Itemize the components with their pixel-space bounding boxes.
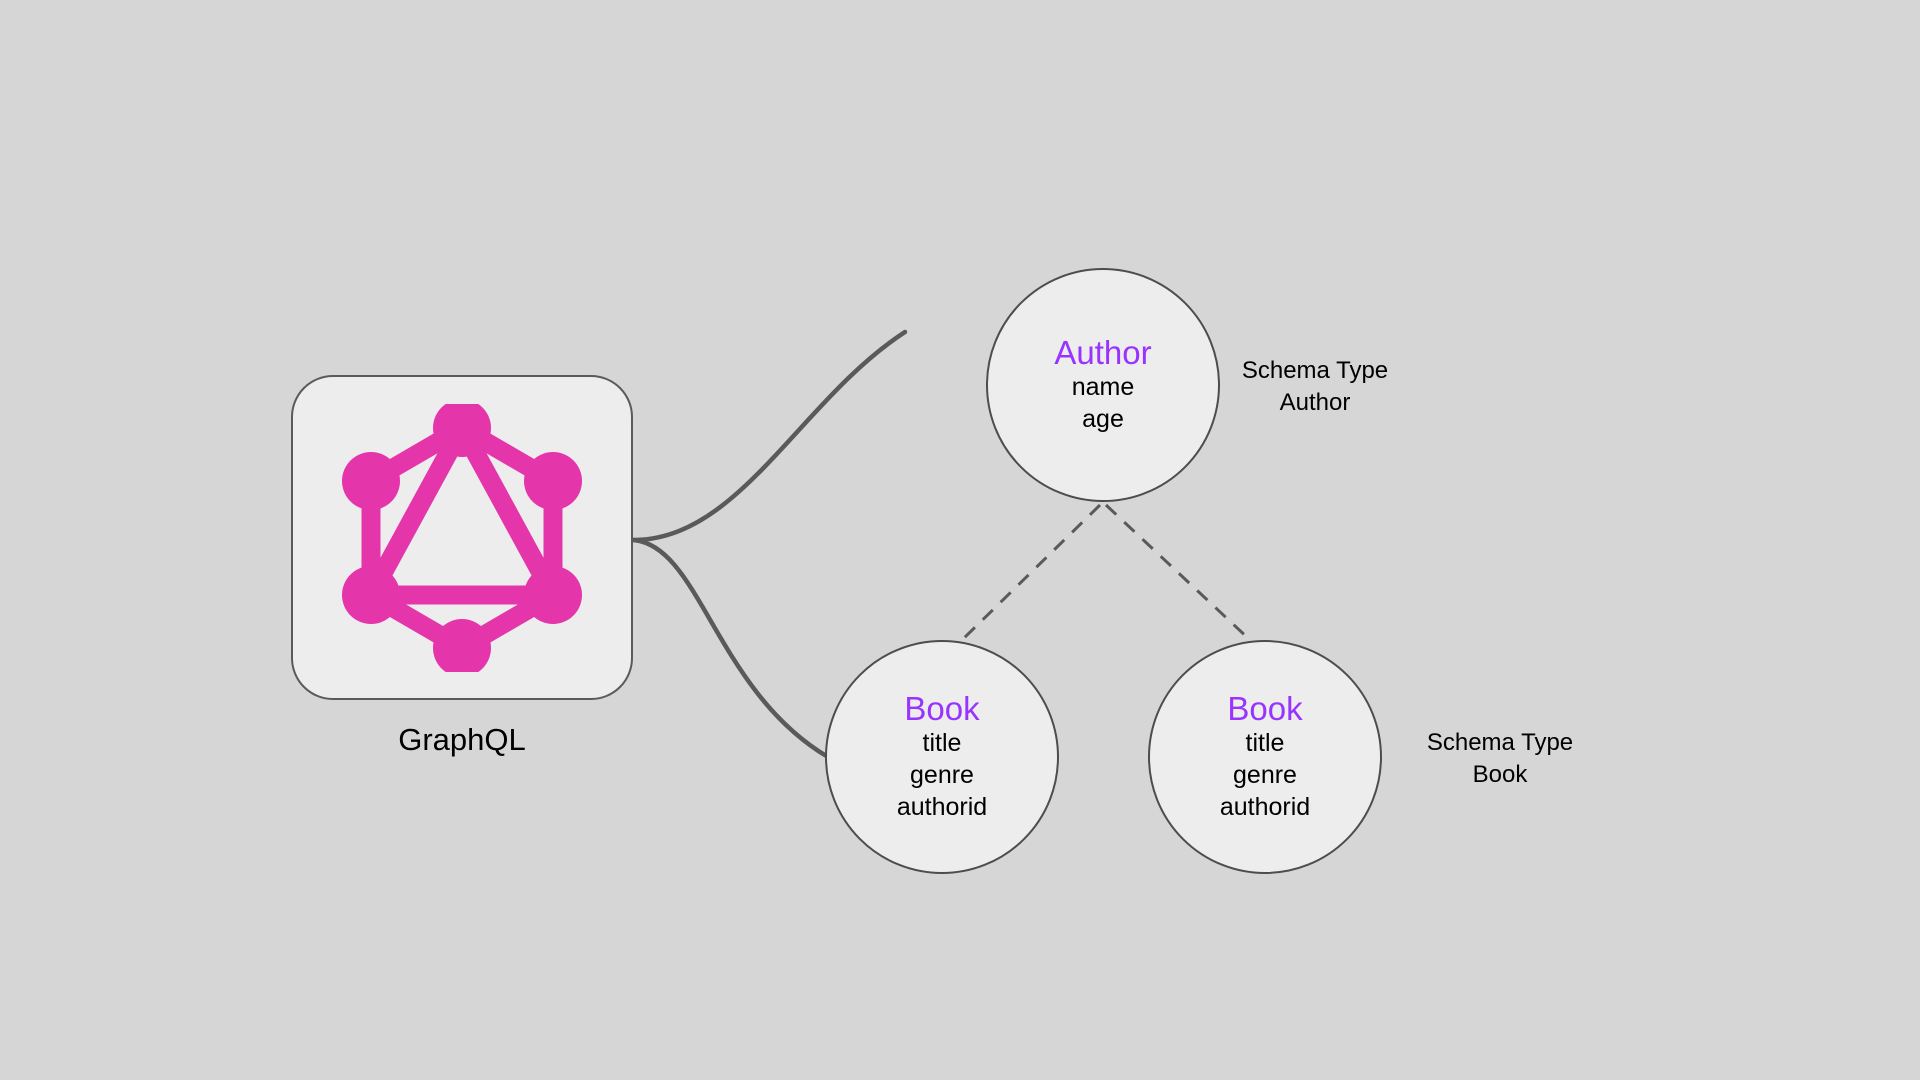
annotation-author-line-1: Schema Type [1241,357,1389,384]
schema-node-book-2[interactable]: Book title genre authorid [1148,640,1382,874]
schema-node-book-1-field-title: title [922,729,962,758]
edge-graphql-to-author [630,329,908,543]
graphql-logo-card[interactable] [291,375,633,700]
annotation-author-line-2: Author [1279,388,1351,416]
graphql-logo-caption: GraphQL [398,722,526,757]
schema-node-author-field-name: name [1071,373,1135,402]
schema-node-book-2-field-authorid: authorid [1219,793,1311,822]
annotation-book-line-1: Schema Type [1426,729,1574,756]
schema-node-book-1[interactable]: Book title genre authorid [825,640,1059,874]
schema-node-book-1-field-authorid: authorid [896,793,988,822]
graphql-logo-icon [342,403,582,672]
schema-node-author-title: Author [1054,333,1152,371]
annotation-schema-type-author: Schema Type Author [1150,355,1480,418]
schema-node-book-2-title: Book [1227,689,1303,727]
annotation-book-line-2: Book [1472,760,1528,788]
schema-node-author-field-age: age [1082,405,1124,434]
edge-author-to-book-2 [1104,503,1252,642]
edge-graphql-to-book-1 [630,537,831,760]
annotation-schema-type-book: Schema Type Book [1335,727,1665,790]
schema-node-book-1-title: Book [904,689,980,727]
schema-node-book-1-field-genre: genre [910,761,974,790]
edge-author-to-book-1 [960,503,1102,642]
schema-node-book-2-field-genre: genre [1233,761,1297,790]
schema-node-author[interactable]: Author name age [986,268,1220,502]
schema-node-book-2-field-title: title [1245,729,1285,758]
